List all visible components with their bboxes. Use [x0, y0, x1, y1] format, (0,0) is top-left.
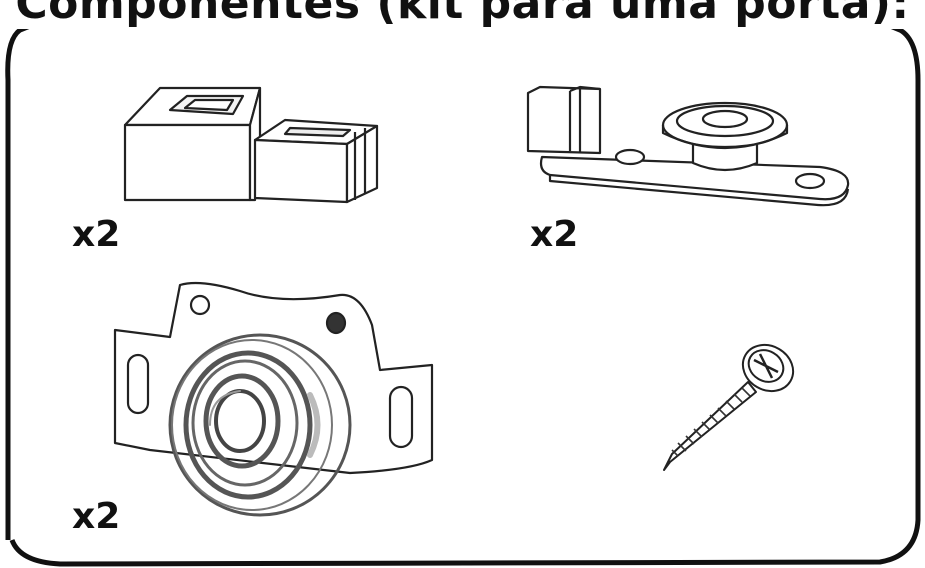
guide-qty-label: x2 — [72, 214, 121, 255]
diagram-title: Componentes (kit para uma porta): — [0, 0, 925, 30]
wheel-qty-label: x2 — [72, 496, 121, 537]
top-bracket-drawing — [526, 85, 850, 207]
guide-block-drawing — [123, 86, 379, 204]
top-bracket-qty-label: x2 — [530, 214, 579, 255]
wheel-assembly-drawing — [113, 281, 434, 517]
screw-drawing — [663, 343, 795, 471]
